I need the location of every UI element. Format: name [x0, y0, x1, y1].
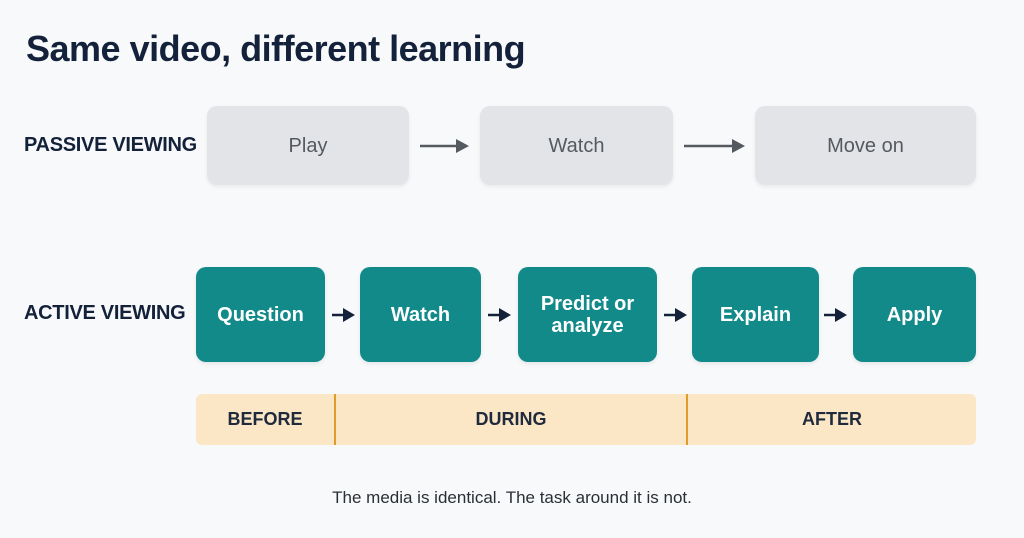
active-arrow-4-icon	[824, 308, 847, 322]
phase-during: DURING	[336, 394, 688, 445]
passive-step-move-on: Move on	[755, 106, 976, 185]
active-arrow-2-icon	[488, 308, 511, 322]
diagram-title: Same video, different learning	[26, 28, 526, 69]
passive-row-label: PASSIVE VIEWING	[24, 134, 197, 156]
diagram-caption: The media is identical. The task around …	[332, 488, 692, 507]
phase-bar: BEFORE DURING AFTER	[196, 394, 976, 445]
passive-step-watch: Watch	[480, 106, 673, 185]
active-step-apply: Apply	[853, 267, 976, 362]
active-step-predict-or-analyze: Predict or analyze	[518, 267, 657, 362]
active-row-label: ACTIVE VIEWING	[24, 302, 186, 324]
passive-arrow-2-icon	[684, 139, 745, 153]
active-step-explain: Explain	[692, 267, 819, 362]
passive-arrow-1-icon	[420, 139, 469, 153]
active-step-question: Question	[196, 267, 325, 362]
phase-before: BEFORE	[196, 394, 336, 445]
active-step-watch: Watch	[360, 267, 481, 362]
passive-step-play: Play	[207, 106, 409, 185]
active-arrow-1-icon	[332, 308, 355, 322]
phase-after: AFTER	[802, 409, 862, 429]
active-arrow-3-icon	[664, 308, 687, 322]
